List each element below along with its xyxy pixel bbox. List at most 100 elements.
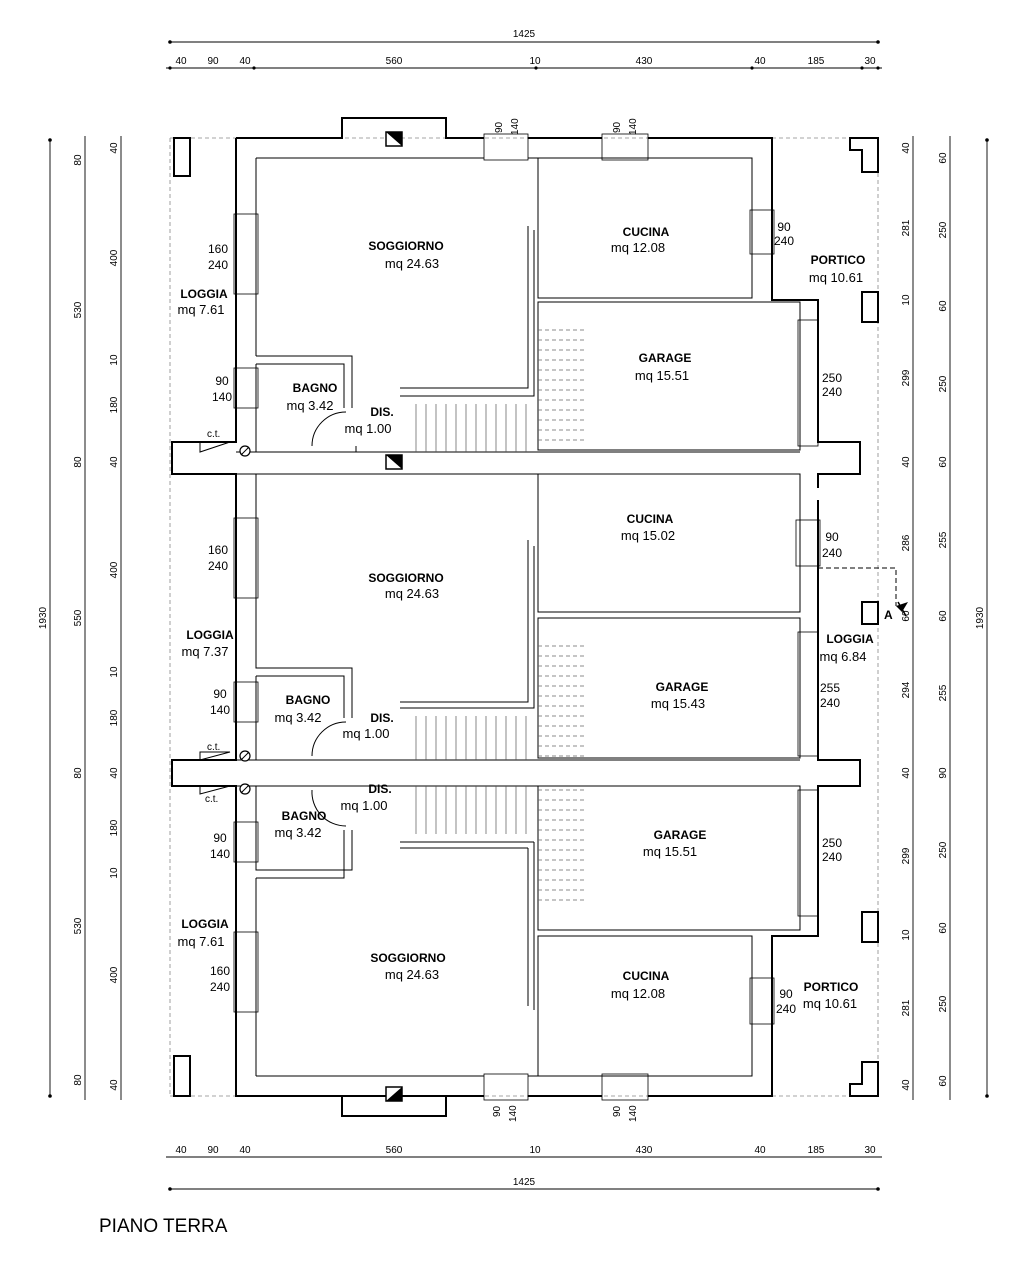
dim-right-inner: 10 — [901, 929, 912, 941]
right-dimensions: 40 281 10 299 40 286 60 294 40 299 10 28… — [901, 136, 989, 1100]
opening-width: 90 — [825, 530, 839, 544]
opening-height: 240 — [822, 546, 842, 560]
room-name: LOGGIA — [186, 628, 234, 642]
opening-height: 240 — [820, 696, 840, 710]
dim-bottom-seg: 40 — [175, 1145, 187, 1156]
room-name: SOGGIORNO — [368, 571, 443, 585]
ct-label: c.t. — [207, 429, 220, 440]
dim-right-inner: 10 — [901, 294, 912, 306]
dim-left-inner: 180 — [109, 819, 120, 836]
dim-left-inner: 10 — [109, 666, 120, 678]
dim-left-inner: 40 — [109, 142, 120, 154]
exterior-walls — [171, 117, 861, 1117]
room-name: SOGGIORNO — [370, 951, 445, 965]
dim-left-inner: 400 — [109, 249, 120, 266]
dim-tick — [534, 66, 538, 70]
dim-left-inner: 40 — [109, 456, 120, 468]
opening-width: 160 — [208, 543, 228, 557]
opening-height: 140 — [628, 118, 639, 135]
room-area: mq 3.42 — [275, 710, 322, 725]
flue-icon — [385, 1086, 403, 1102]
dim-right-inner: 40 — [901, 767, 912, 779]
dim-right-inner: 40 — [901, 456, 912, 468]
chimney-symbols — [199, 131, 403, 1102]
dim-left-small: 80 — [73, 1074, 84, 1086]
room-name: SOGGIORNO — [368, 239, 443, 253]
opening-height: 140 — [210, 703, 230, 717]
opening-height: 240 — [208, 559, 228, 573]
dim-top-seg: 10 — [529, 56, 541, 67]
dim-right-inner: 40 — [901, 1079, 912, 1091]
section-marker: A — [818, 567, 908, 622]
opening-height: 240 — [822, 385, 842, 399]
opening-height: 140 — [212, 390, 232, 404]
bottom-dimensions: 40 90 40 560 10 430 40 185 30 1425 — [166, 1145, 882, 1191]
opening-width: 90 — [492, 1105, 503, 1117]
dim-right-outer: 255 — [938, 684, 949, 701]
room-area: mq 12.08 — [611, 240, 665, 255]
left-dimensions: 1930 530 550 530 80 80 80 80 40 400 10 1… — [38, 136, 122, 1100]
dim-right-inner: 281 — [901, 999, 912, 1016]
unit-2-labels: SOGGIORNO mq 24.63 CUCINA mq 15.02 LOGGI… — [182, 512, 874, 741]
room-name: BAGNO — [282, 809, 327, 823]
dim-bottom-seg: 90 — [207, 1145, 219, 1156]
dim-bottom-seg: 40 — [754, 1145, 766, 1156]
room-name: LOGGIA — [181, 917, 229, 931]
room-name: DIS. — [368, 782, 391, 796]
room-area: mq 7.61 — [178, 934, 225, 949]
opening-height: 140 — [508, 1105, 519, 1122]
boiler-icon — [239, 445, 251, 457]
dim-top-seg: 30 — [864, 56, 876, 67]
dim-top-seg: 40 — [239, 56, 251, 67]
opening-width: 90 — [612, 1105, 623, 1117]
dim-right-inner: 60 — [901, 610, 912, 622]
dim-left-mid: 530 — [73, 917, 84, 934]
opening-width: 250 — [822, 836, 842, 850]
opening-height: 240 — [822, 850, 842, 864]
room-name: CUCINA — [627, 512, 674, 526]
opening-width: 90 — [215, 374, 229, 388]
dim-right-outer: 250 — [938, 841, 949, 858]
room-name: PORTICO — [811, 253, 866, 267]
dim-left-inner: 10 — [109, 867, 120, 879]
dim-right-inner: 299 — [901, 847, 912, 864]
dim-left-inner: 40 — [109, 767, 120, 779]
dim-left-small: 80 — [73, 154, 84, 166]
room-name: BAGNO — [286, 693, 331, 707]
opening-width: 90 — [213, 687, 227, 701]
dim-top-seg: 40 — [754, 56, 766, 67]
interior-walls — [236, 157, 801, 1077]
room-name: GARAGE — [654, 828, 707, 842]
dim-right-inner: 40 — [901, 142, 912, 154]
dim-left-inner: 40 — [109, 1079, 120, 1091]
dim-right-inner: 286 — [901, 534, 912, 551]
opening-width: 90 — [494, 121, 505, 133]
room-area: mq 24.63 — [385, 967, 439, 982]
dim-right-outer: 60 — [938, 1075, 949, 1087]
room-area: mq 24.63 — [385, 256, 439, 271]
room-name: DIS. — [370, 711, 393, 725]
dim-left-mid: 550 — [73, 609, 84, 626]
room-area: mq 3.42 — [275, 825, 322, 840]
unit-3-labels: SOGGIORNO mq 24.63 CUCINA mq 12.08 PORTI… — [178, 782, 859, 1011]
opening-height: 140 — [210, 847, 230, 861]
dim-right-outer: 60 — [938, 922, 949, 934]
room-area: mq 10.61 — [809, 270, 863, 285]
dim-tick — [876, 66, 880, 70]
opening-height: 240 — [208, 258, 228, 272]
room-name: LOGGIA — [826, 632, 874, 646]
room-area: mq 15.51 — [643, 844, 697, 859]
room-area: mq 7.37 — [182, 644, 229, 659]
room-name: BAGNO — [293, 381, 338, 395]
drawing-title: PIANO TERRA — [99, 1216, 228, 1237]
room-area: mq 24.63 — [385, 586, 439, 601]
dim-top-seg: 90 — [207, 56, 219, 67]
room-area: mq 7.61 — [178, 302, 225, 317]
dim-left-inner: 180 — [109, 709, 120, 726]
room-area: mq 1.00 — [345, 421, 392, 436]
room-name: GARAGE — [639, 351, 692, 365]
room-name: CUCINA — [623, 225, 670, 239]
opening-width: 90 — [777, 220, 791, 234]
pillars — [173, 137, 879, 1097]
